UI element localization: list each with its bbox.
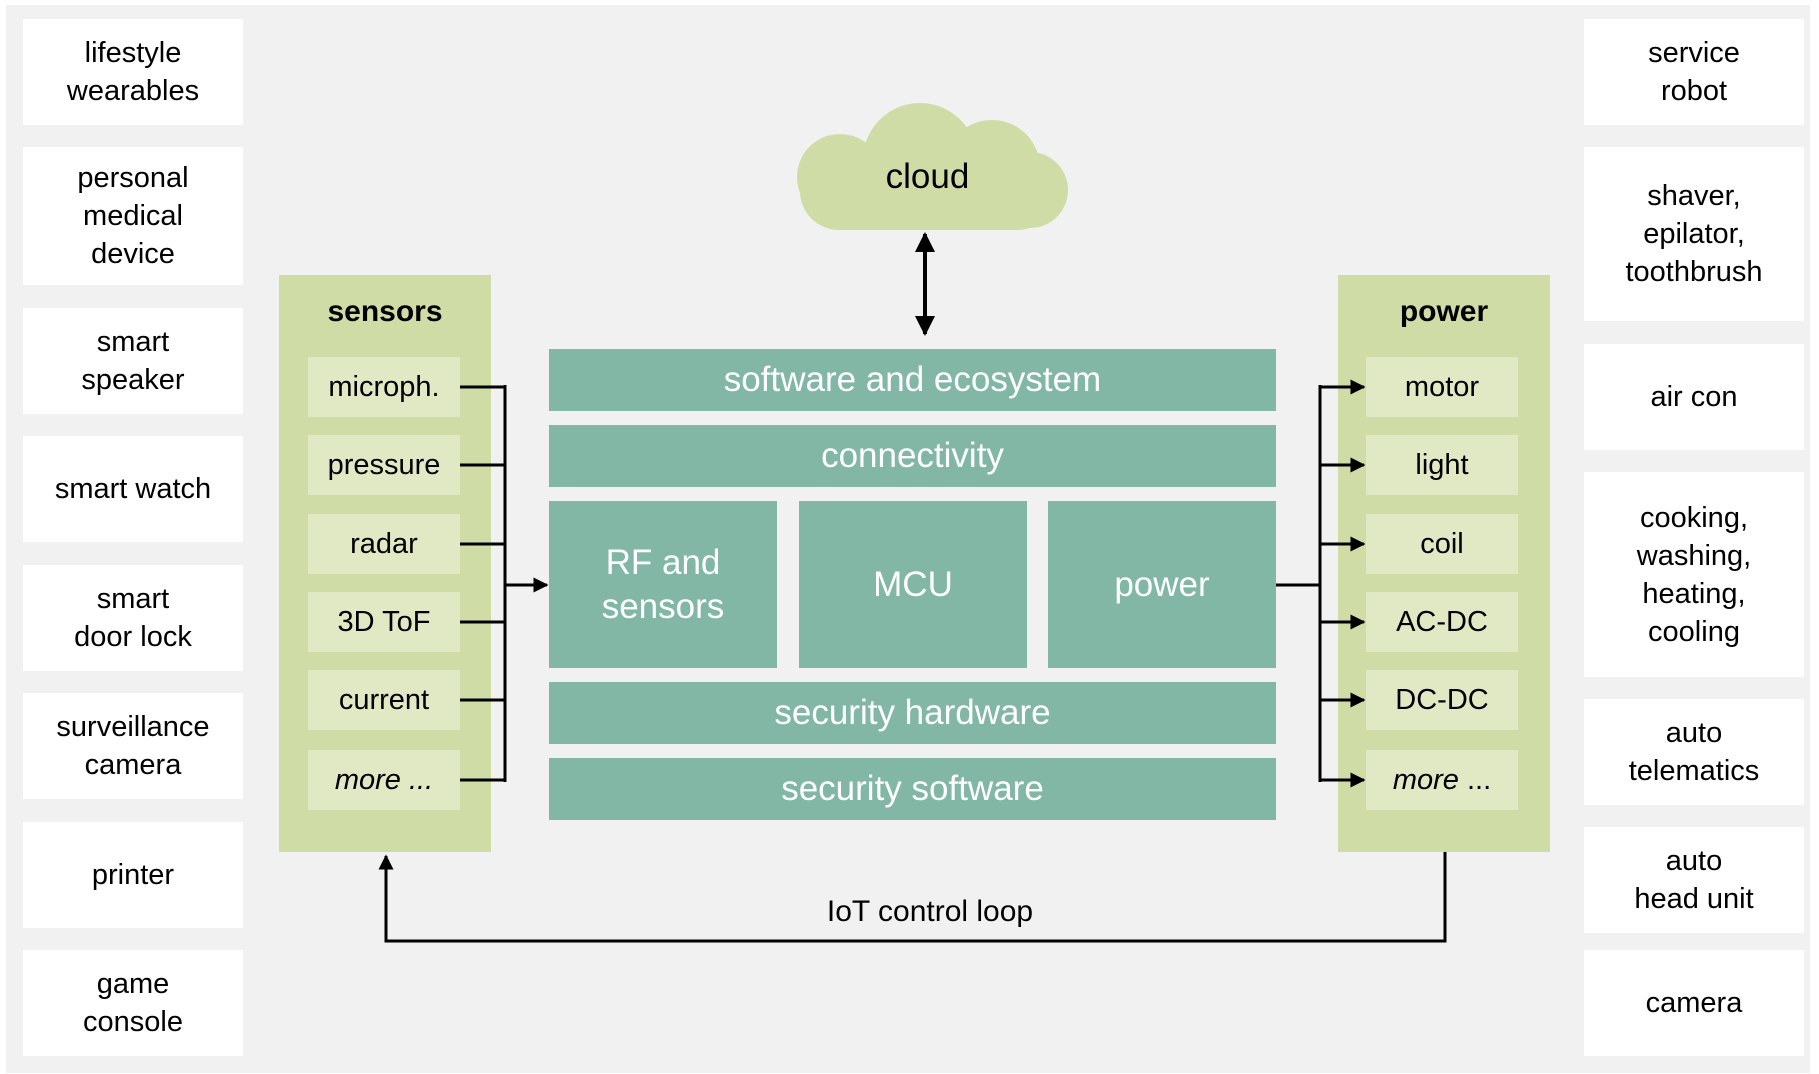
sensor-chip-more: more ... bbox=[308, 750, 460, 810]
power-chip-coil: coil bbox=[1366, 514, 1518, 574]
sensor-chip-pressure: pressure bbox=[308, 435, 460, 495]
sensor-chip-current: current bbox=[308, 670, 460, 730]
app-camera: camera bbox=[1584, 950, 1804, 1056]
control-loop-path bbox=[378, 852, 1447, 943]
iot-control-loop-label: IoT control loop bbox=[826, 895, 1034, 928]
power-chip-light: light bbox=[1366, 435, 1518, 495]
app-smart-speaker: smart speaker bbox=[23, 308, 243, 414]
app-printer: printer bbox=[23, 822, 243, 928]
app-game-console: game console bbox=[23, 950, 243, 1056]
app-service-robot: service robot bbox=[1584, 19, 1804, 125]
app-personal-medical-device: personal medical device bbox=[23, 147, 243, 285]
sensor-chip-radar: radar bbox=[308, 514, 460, 574]
app-cooking-washing-heating-cooling: cooking, washing, heating, cooling bbox=[1584, 472, 1804, 677]
app-lifestyle-wearables: lifestyle wearables bbox=[23, 19, 243, 125]
power-chip-more: more ... bbox=[1366, 750, 1518, 810]
sensor-connectors bbox=[460, 385, 507, 782]
sensor-chip-microphone: microph. bbox=[308, 357, 460, 417]
app-auto-head-unit: auto head unit bbox=[1584, 827, 1804, 933]
power-chip-more-ellipsis: ... bbox=[1458, 763, 1492, 796]
cloud-label: cloud bbox=[885, 157, 970, 196]
app-smart-door-lock: smart door lock bbox=[23, 565, 243, 671]
power-chip-motor: motor bbox=[1366, 357, 1518, 417]
power-chip-more-word: more bbox=[1392, 763, 1459, 796]
block-mcu: MCU bbox=[799, 501, 1027, 668]
block-security-software: security software bbox=[549, 758, 1276, 820]
power-arrows bbox=[1320, 379, 1366, 788]
app-smart-watch: smart watch bbox=[23, 436, 243, 542]
block-power: power bbox=[1048, 501, 1276, 668]
sensor-chip-3d-tof: 3D ToF bbox=[308, 592, 460, 652]
power-chip-ac-dc: AC-DC bbox=[1366, 592, 1518, 652]
app-air-con: air con bbox=[1584, 344, 1804, 450]
cloud-shape bbox=[797, 103, 1068, 230]
power-connectors bbox=[1276, 385, 1322, 782]
app-shaver-epilator-toothbrush: shaver, epilator, toothbrush bbox=[1584, 147, 1804, 321]
app-auto-telematics: auto telematics bbox=[1584, 699, 1804, 805]
block-security-hardware: security hardware bbox=[549, 682, 1276, 744]
block-rf-and-sensors: RF and sensors bbox=[549, 501, 777, 668]
block-software-ecosystem: software and ecosystem bbox=[549, 349, 1276, 411]
sensors-title: sensors bbox=[327, 295, 443, 328]
app-surveillance-camera: surveillance camera bbox=[23, 693, 243, 799]
power-chip-dc-dc: DC-DC bbox=[1366, 670, 1518, 730]
block-connectivity: connectivity bbox=[549, 425, 1276, 487]
power-title: power bbox=[1399, 295, 1489, 328]
